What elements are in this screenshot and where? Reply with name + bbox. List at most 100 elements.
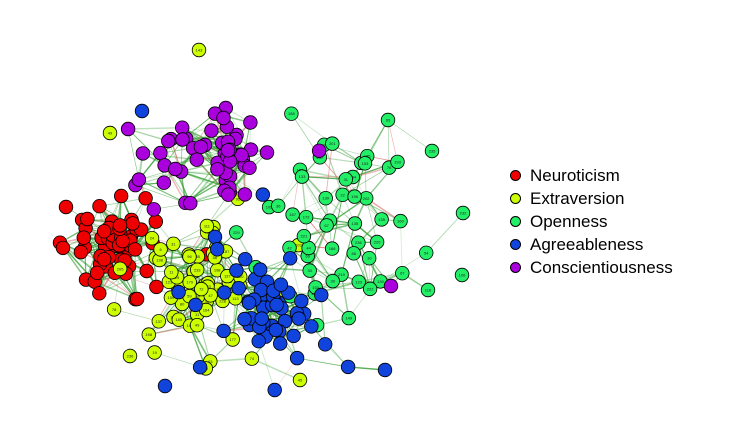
- node-label: 123: [355, 279, 362, 284]
- node-circle: [242, 160, 257, 176]
- node-circle: [231, 281, 246, 296]
- network-node: [259, 145, 275, 160]
- network-node: 116: [420, 282, 436, 298]
- node-circle: [284, 106, 299, 121]
- node-circle: [369, 234, 385, 250]
- node-label: 49: [108, 131, 113, 136]
- node-label: 179: [186, 280, 193, 285]
- network-node: [120, 121, 136, 137]
- network-node: [171, 284, 186, 300]
- node-label: 58: [213, 255, 218, 260]
- network-node: [89, 265, 105, 281]
- network-node: [157, 378, 173, 394]
- network-node: [283, 251, 298, 266]
- legend-swatch: [510, 216, 521, 227]
- node-label: 153: [312, 285, 319, 290]
- node-circle: [168, 161, 183, 177]
- node-circle: [175, 132, 190, 147]
- node-label: 167: [289, 212, 296, 217]
- node-circle: [191, 42, 207, 58]
- node-label: 220: [374, 240, 381, 245]
- node-label: 31: [171, 241, 176, 246]
- node-circle: [164, 265, 179, 280]
- network-node: 135: [374, 212, 389, 227]
- network-node: [289, 350, 305, 366]
- node-circle: [89, 265, 105, 281]
- network-node: 31: [338, 172, 354, 187]
- network-edge: [138, 179, 186, 204]
- node-circle: [314, 287, 329, 303]
- node-circle: [273, 277, 289, 292]
- node-label: 130: [377, 279, 384, 284]
- node-circle: [251, 334, 266, 349]
- node-label: 143: [196, 48, 203, 53]
- node-label: 106: [459, 273, 466, 278]
- node-circle: [156, 175, 172, 190]
- network-node: [156, 175, 172, 190]
- node-circle: [120, 121, 136, 137]
- network-node: [216, 110, 231, 126]
- node-label: 31: [344, 177, 349, 182]
- node-label: 177: [229, 337, 236, 342]
- network-node: 96: [182, 249, 197, 264]
- node-circle: [153, 145, 168, 161]
- network-node: [304, 319, 319, 334]
- node-label: 137: [155, 319, 162, 324]
- node-label: 47: [208, 293, 213, 298]
- network-node: [340, 359, 356, 375]
- network-edge: [320, 294, 326, 345]
- node-label: 137: [224, 274, 231, 279]
- node-label: 193: [394, 159, 401, 164]
- node-label: 187: [223, 249, 230, 254]
- node-circle: [58, 199, 74, 215]
- network-node: [237, 252, 253, 267]
- node-circle: [296, 228, 312, 244]
- node-circle: [395, 266, 410, 281]
- network-node: [237, 311, 252, 327]
- network-node: 198: [141, 327, 157, 342]
- network-node: [139, 263, 154, 279]
- node-circle: [304, 319, 319, 334]
- node-circle: [267, 382, 282, 398]
- node-label: 44: [306, 246, 311, 251]
- node-label: 103: [295, 243, 302, 248]
- node-circle: [96, 224, 112, 239]
- network-node: [254, 311, 269, 326]
- network-node: 106: [454, 267, 470, 283]
- node-circle: [106, 302, 122, 317]
- network-node: [134, 103, 150, 119]
- node-label: 49: [195, 323, 200, 328]
- network-node: [273, 336, 288, 351]
- node-label: 78: [112, 307, 117, 312]
- network-node: [153, 145, 168, 161]
- network-node: [115, 233, 130, 249]
- network-node: 201: [325, 136, 340, 151]
- node-circle: [234, 147, 249, 163]
- network-node: 202: [359, 191, 374, 206]
- node-label: 205: [117, 266, 124, 271]
- network-node: [273, 277, 289, 292]
- network-node: 88: [346, 246, 361, 261]
- network-edge: [289, 258, 302, 302]
- network-node: [253, 262, 268, 277]
- node-circle: [122, 348, 138, 364]
- node-circle: [209, 242, 225, 257]
- node-label: 185: [175, 317, 182, 322]
- node-label: 104: [321, 142, 328, 147]
- node-circle: [340, 359, 356, 375]
- legend-swatch: [510, 239, 521, 250]
- node-circle: [182, 249, 197, 264]
- network-node: 6: [153, 242, 168, 257]
- network-node: [286, 328, 301, 344]
- network-node: 172: [298, 209, 314, 225]
- node-circle: [420, 282, 436, 298]
- node-circle: [129, 291, 145, 307]
- node-label: 172: [303, 215, 310, 220]
- node-circle: [254, 311, 269, 326]
- node-circle: [237, 252, 253, 267]
- network-node: [229, 263, 244, 278]
- network-node: 185: [171, 312, 187, 327]
- node-label: 233: [194, 267, 201, 272]
- node-circle: [149, 279, 164, 295]
- node-label: 221: [301, 234, 308, 239]
